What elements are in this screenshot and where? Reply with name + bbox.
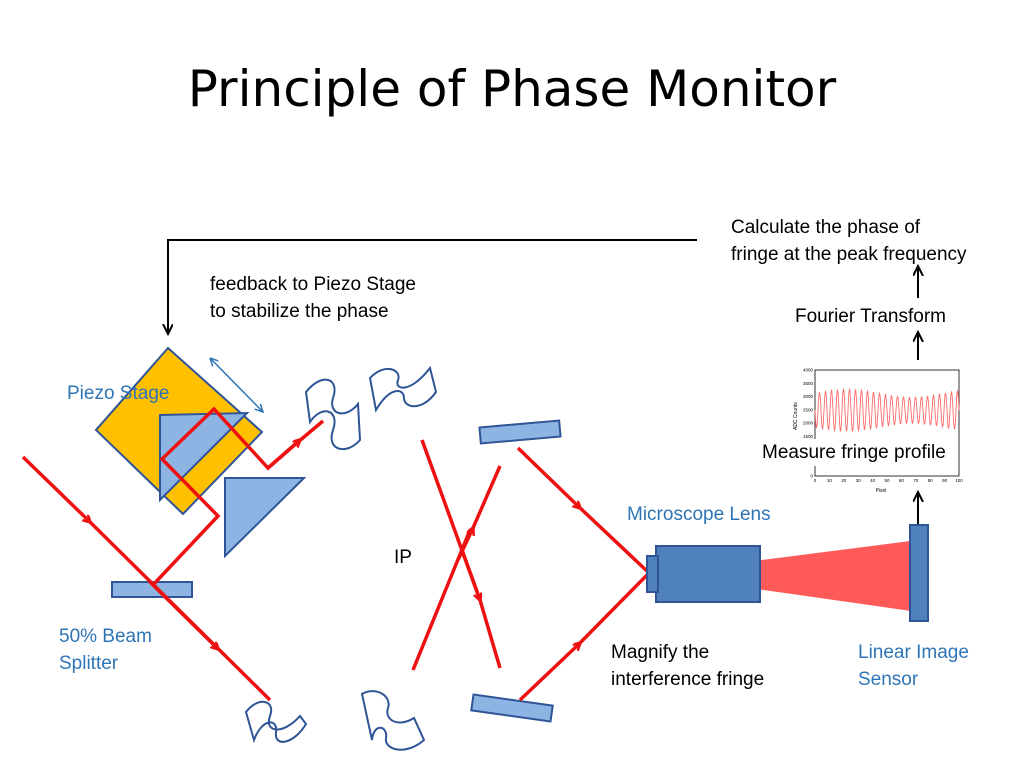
plot-ytick-label: 0 <box>810 474 813 479</box>
laser-beams <box>21 406 650 702</box>
beam-splitter-line-2: Splitter <box>59 653 119 674</box>
plot-ytick-label: 3000 <box>803 394 814 399</box>
plot-xticks: 0 10 20 30 40 50 60 70 80 90 100 <box>814 478 964 483</box>
fringe-curve <box>814 387 960 433</box>
break-symbols <box>244 365 438 751</box>
mirror-upper <box>478 419 562 445</box>
magnify-line-1: Magnify the <box>611 642 710 663</box>
plot-ytick-label: 4000 <box>803 368 814 373</box>
beam-splitter-label: 50% Beam Splitter <box>59 623 152 677</box>
magnify-label: Magnify the interference fringe <box>611 639 764 693</box>
sensor-line-2: Sensor <box>858 669 919 690</box>
sensor-label: Linear Image Sensor <box>858 639 969 693</box>
piezo-motion-arrow <box>210 358 263 412</box>
calc-phase-label: Calculate the phase of fringe at the pea… <box>731 214 967 268</box>
plot-ytick-label: 2500 <box>803 407 814 412</box>
plot-xtick-label: 0 <box>814 478 817 483</box>
sensor-line-1: Linear Image <box>858 642 969 663</box>
plot-xtick-label: 50 <box>884 478 890 483</box>
plot-xtick-label: 40 <box>870 478 876 483</box>
measure-label: Measure fringe profile <box>762 439 946 466</box>
prism-lower <box>224 477 307 559</box>
calc-phase-line-1: Calculate the phase of <box>731 217 921 238</box>
magnify-line-2: interference fringe <box>611 669 765 690</box>
fringe-plot: 05001000150020002500300035004000 0102030… <box>793 364 963 494</box>
plot-xlabel: Pixel <box>876 488 887 494</box>
plot-xtick-label: 60 <box>899 478 905 483</box>
plot-xtick-label: 100 <box>955 478 963 483</box>
light-cone <box>652 540 918 612</box>
plot-ytick-label: 2000 <box>803 421 814 426</box>
plot-xtick-label: 30 <box>856 478 862 483</box>
beam-splitter-line-1: 50% Beam <box>59 626 152 647</box>
mirror-lower <box>470 693 554 723</box>
microscope-lens <box>646 545 761 603</box>
plot-ytick-label: 1500 <box>803 434 814 439</box>
piezo-label: Piezo Stage <box>67 383 170 404</box>
microscope-label: Microscope Lens <box>627 504 771 525</box>
calc-phase-line-2: fringe at the peak frequency <box>731 244 967 265</box>
plot-ylabel: ADC Counts <box>793 402 799 430</box>
feedback-line-2: to stabilize the phase <box>210 301 389 322</box>
feedback-label: feedback to Piezo Stage to stabilize the… <box>210 271 416 325</box>
feedback-arrow <box>168 239 697 333</box>
linear-image-sensor <box>909 524 929 622</box>
plot-ytick-label: 3500 <box>803 381 814 386</box>
plot-xtick-label: 90 <box>942 478 948 483</box>
slide-title: Principle of Phase Monitor <box>187 60 837 118</box>
feedback-line-1: feedback to Piezo Stage <box>210 274 416 295</box>
plot-xtick-label: 20 <box>841 478 847 483</box>
plot-xtick-label: 80 <box>928 478 934 483</box>
plot-xtick-label: 70 <box>913 478 919 483</box>
ip-label: IP <box>394 547 412 568</box>
fourier-label: Fourier Transform <box>795 306 946 327</box>
plot-xtick-label: 10 <box>827 478 833 483</box>
